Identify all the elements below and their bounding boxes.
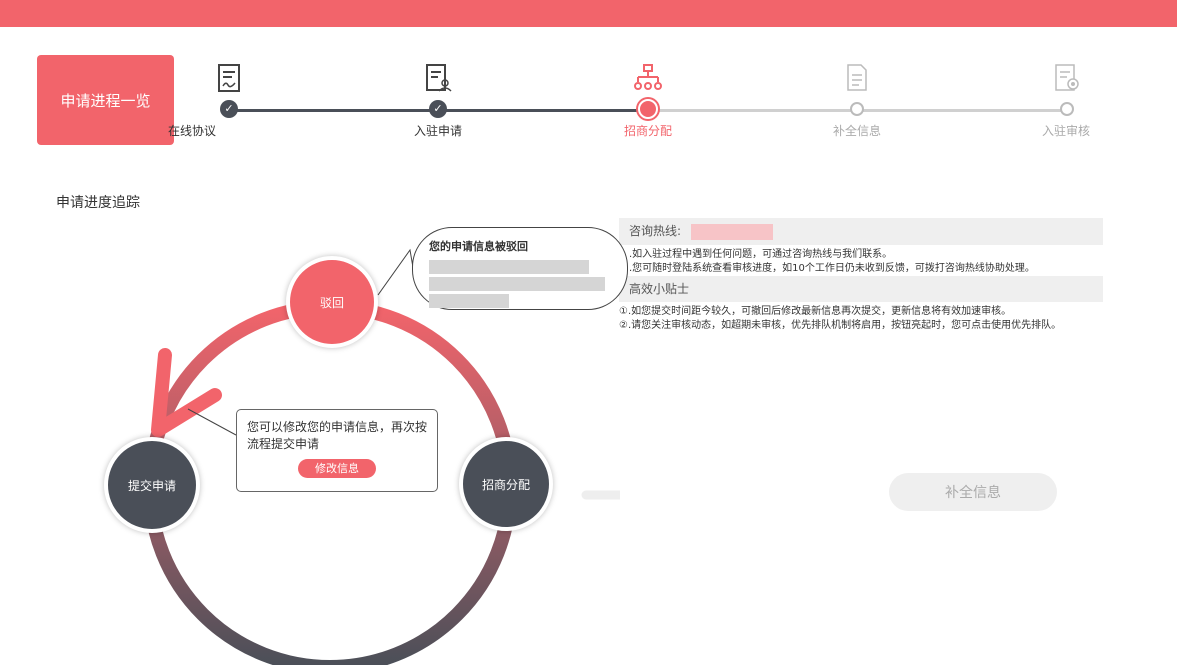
modify-tip-box: 您可以修改您的申请信息，再次按流程提交申请 修改信息	[236, 409, 438, 492]
hotline-number-redacted	[690, 223, 773, 240]
contract-icon	[218, 64, 240, 92]
step-pending-circle	[850, 102, 864, 116]
hotline-header: 咨询热线:	[619, 218, 1103, 245]
step-label: 在线协议	[168, 124, 217, 138]
tip-connector-line	[187, 408, 237, 436]
modify-info-button[interactable]: 修改信息	[298, 459, 376, 478]
hotline-line: .如入驻过程中遇到任何问题，可通过咨询热线与我们联系。	[629, 249, 893, 260]
rejection-title: 您的申请信息被驳回	[429, 240, 528, 253]
overview-button-label: 申请进程一览	[60, 91, 151, 110]
complete-info-button[interactable]: 补全信息	[889, 473, 1057, 511]
hotline-line: .您可随时登陆系统查看审核进度，如10个工作日仍未收到反馈，可拨打咨询热线协助处…	[629, 263, 1035, 274]
submit-application-node[interactable]: 提交申请	[104, 437, 200, 533]
application-overview-button[interactable]: 申请进程一览	[37, 55, 174, 145]
submit-node-label: 提交申请	[127, 478, 176, 493]
step-pending-circle	[1060, 102, 1074, 116]
assign-node-label: 招商分配	[481, 477, 530, 492]
cycle-arrow-head	[151, 348, 222, 437]
step-settle-review: 入驻审核	[1022, 62, 1112, 138]
step-done-check: ✓	[429, 100, 447, 118]
bubble-tail	[377, 248, 417, 296]
review-icon	[1055, 64, 1079, 91]
step-merchant-assignment: 招商分配	[603, 62, 693, 138]
complete-info-button-label: 补全信息	[945, 485, 1001, 501]
merchant-assignment-node: 招商分配	[459, 437, 553, 531]
top-bar	[0, 0, 1177, 27]
document-icon	[847, 64, 867, 91]
hotline-label: 咨询热线:	[629, 224, 682, 238]
tips-title: 高效小贴士	[619, 276, 1103, 302]
org-chart-icon	[634, 64, 662, 90]
step-settle-application: ✓ 入驻申请	[393, 62, 483, 138]
step-complete-info: 补全信息	[812, 62, 902, 138]
step-online-agreement: ✓ 在线协议	[168, 62, 274, 138]
progress-arrow	[581, 490, 620, 500]
application-form-icon	[426, 64, 452, 92]
tip-line: ①.如您提交时间距今较久，可撤回后修改最新信息再次提交，更新信息将有效加速审核。	[619, 306, 1012, 317]
step-done-check: ✓	[220, 100, 238, 118]
rejected-node-label: 驳回	[319, 295, 344, 310]
tip-line: ②.请您关注审核动态，如超期未审核，优先排队机制将启用，按钮亮起时，您可点击使用…	[619, 320, 1062, 331]
step-current-indicator	[638, 99, 658, 119]
modify-tip-text: 您可以修改您的申请信息，再次按流程提交申请	[247, 420, 428, 451]
rejected-node: 驳回	[286, 256, 378, 348]
rejection-reason-redacted	[429, 260, 611, 308]
tracking-title: 申请进度追踪	[56, 195, 140, 211]
step-label: 入驻审核	[1041, 124, 1090, 138]
step-label: 招商分配	[623, 124, 672, 138]
rejection-notice-bubble: 您的申请信息被驳回	[412, 227, 628, 310]
step-label: 入驻申请	[413, 124, 462, 138]
info-panel: 咨询热线: .如入驻过程中遇到任何问题，可通过咨询热线与我们联系。 .您可随时登…	[619, 218, 1103, 333]
step-label: 补全信息	[832, 124, 881, 138]
